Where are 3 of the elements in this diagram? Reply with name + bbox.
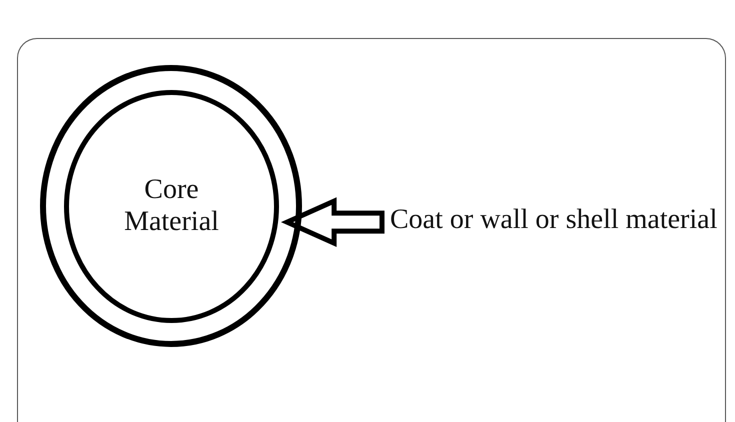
shell-label: Coat or wall or shell material <box>390 204 718 236</box>
hollow-arrow <box>280 197 384 247</box>
core-label: Core Material <box>123 174 220 238</box>
